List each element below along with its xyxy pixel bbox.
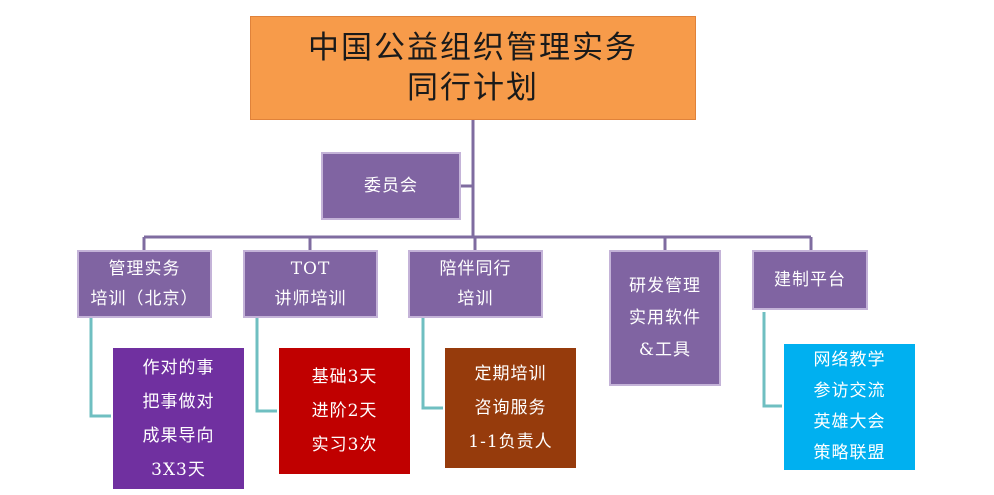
category-line: &工具 [638,340,692,360]
detail-connector-2 [255,318,277,413]
category-line: 培训 [457,289,494,309]
detail-line: 英雄大会 [813,412,886,432]
category-tot-training: TOT 讲师培训 [243,250,378,318]
detail-line: 成果导向 [142,425,215,446]
category-management-training: 管理实务 培训（北京） [77,250,212,318]
detail-line: 参访交流 [813,381,886,401]
detail-connector-3 [421,318,443,410]
detail-line: 1-1负责人 [468,432,553,452]
category-platform: 建制平台 [752,250,868,310]
detail-box-management: 作对的事 把事做对 成果导向 3X3天 [111,346,246,491]
detail-box-accompany: 定期培训 咨询服务 1-1负责人 [443,346,578,470]
plan-title-box: 中国公益组织管理实务 同行计划 [250,16,696,120]
detail-box-tot: 基础3天 进阶2天 实习3次 [277,346,412,476]
category-accompany-training: 陪伴同行 培训 [408,250,543,318]
detail-line: 3X3天 [151,459,206,480]
detail-line: 作对的事 [142,357,215,378]
detail-line: 定期培训 [474,364,547,384]
detail-line: 进阶2天 [311,401,378,421]
plan-title-line-1: 中国公益组织管理实务 [308,30,638,66]
plan-title-line-2: 同行计划 [407,70,539,106]
category-line: 培训（北京） [90,289,199,309]
category-line: 陪伴同行 [439,259,512,279]
detail-line: 把事做对 [142,391,215,412]
detail-connector-4 [762,312,782,408]
category-line: 实用软件 [629,308,701,328]
category-line: 管理实务 [108,259,181,279]
detail-line: 网络教学 [813,350,886,370]
detail-line: 基础3天 [311,367,378,387]
category-line: 建制平台 [774,270,846,290]
committee-box: 委员会 [321,152,461,220]
category-software-tools: 研发管理 实用软件 &工具 [609,250,721,386]
detail-line: 策略联盟 [813,443,886,463]
category-line: 研发管理 [629,276,701,296]
category-line: TOT [290,259,331,279]
detail-box-platform: 网络教学 参访交流 英雄大会 策略联盟 [782,342,917,472]
category-line: 讲师培训 [274,289,347,309]
committee-label: 委员会 [364,176,418,196]
detail-line: 咨询服务 [474,398,547,418]
detail-connector-1 [89,318,111,418]
detail-line: 实习3次 [311,435,378,455]
